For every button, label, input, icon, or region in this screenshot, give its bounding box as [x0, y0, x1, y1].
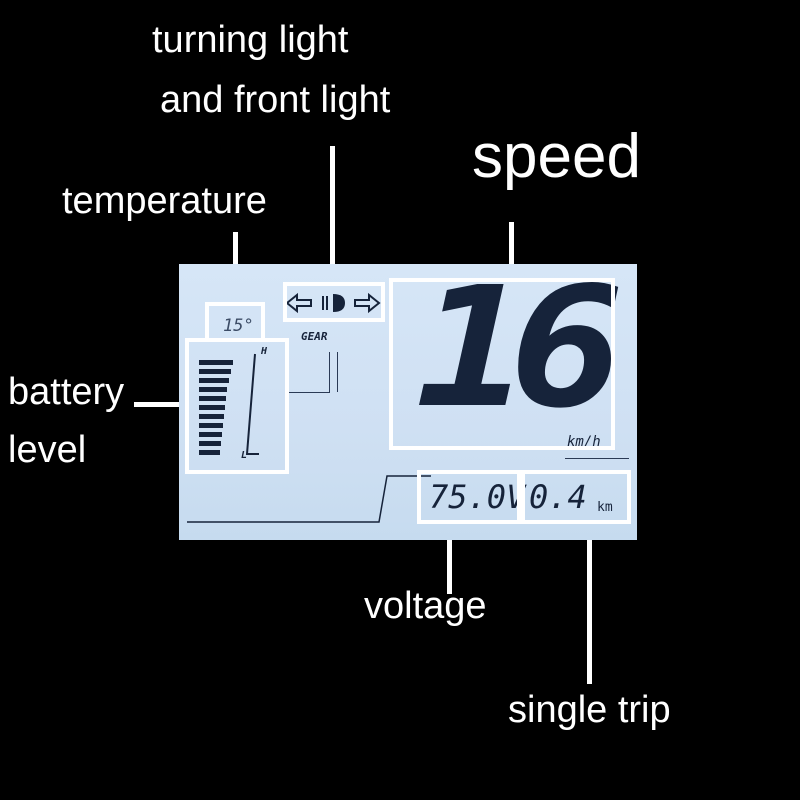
voltage-label: voltage: [364, 585, 487, 627]
turning-light-label-line1: turning light: [152, 19, 349, 61]
trip-unit: km: [597, 500, 613, 515]
battery-segment: [199, 369, 231, 374]
temperature-label: temperature: [62, 180, 267, 222]
battery-segment: [199, 405, 225, 410]
battery-low-marker: L: [241, 450, 248, 461]
speed-leader: [509, 222, 514, 280]
voltage-leader: [447, 522, 452, 594]
battery-label-line1: battery: [8, 371, 125, 413]
lcd-display: 15° GEAR H L 16 km/h 75.0V 0.4 km: [179, 252, 637, 540]
battery-leader: [134, 402, 186, 407]
battery-highlight-box: [185, 338, 289, 474]
gear-label: GEAR: [301, 330, 328, 343]
battery-segment: [199, 396, 226, 401]
battery-segment: [199, 360, 233, 365]
speed-divider: [565, 458, 629, 459]
battery-gauge-outline: [245, 353, 259, 455]
battery-segment: [199, 441, 221, 446]
battery-segment: [199, 414, 224, 419]
battery-segment: [199, 450, 220, 455]
battery-segment: [199, 387, 227, 392]
turning-light-leader: [330, 146, 335, 284]
gear-indicator-frame: [289, 352, 330, 393]
battery-segment: [199, 423, 223, 428]
temperature-readout: 15°: [223, 316, 254, 336]
turning-light-label-line2: and front light: [160, 79, 391, 121]
speed-readout: 16: [415, 252, 624, 445]
single-trip-label: single trip: [508, 689, 671, 731]
battery-label-line2: level: [8, 429, 87, 471]
temperature-highlight-box: [205, 302, 265, 342]
lcd-frame-lines: [187, 475, 431, 523]
turn-headlight-icons: [285, 292, 381, 314]
speed-highlight-box: [389, 278, 615, 450]
single-trip-leader: [587, 522, 592, 684]
battery-segment: [199, 378, 229, 383]
battery-high-marker: H: [261, 346, 268, 357]
voltage-highlight-box: [417, 470, 521, 524]
speed-label: speed: [472, 122, 641, 191]
battery-segment: [199, 432, 222, 437]
trip-highlight-box: [521, 470, 631, 524]
voltage-readout: 75.0V: [429, 478, 526, 516]
trip-readout: 0.4: [529, 478, 587, 516]
gear-indicator-frame-2: [337, 352, 348, 392]
turning-light-highlight-box: [283, 282, 385, 322]
